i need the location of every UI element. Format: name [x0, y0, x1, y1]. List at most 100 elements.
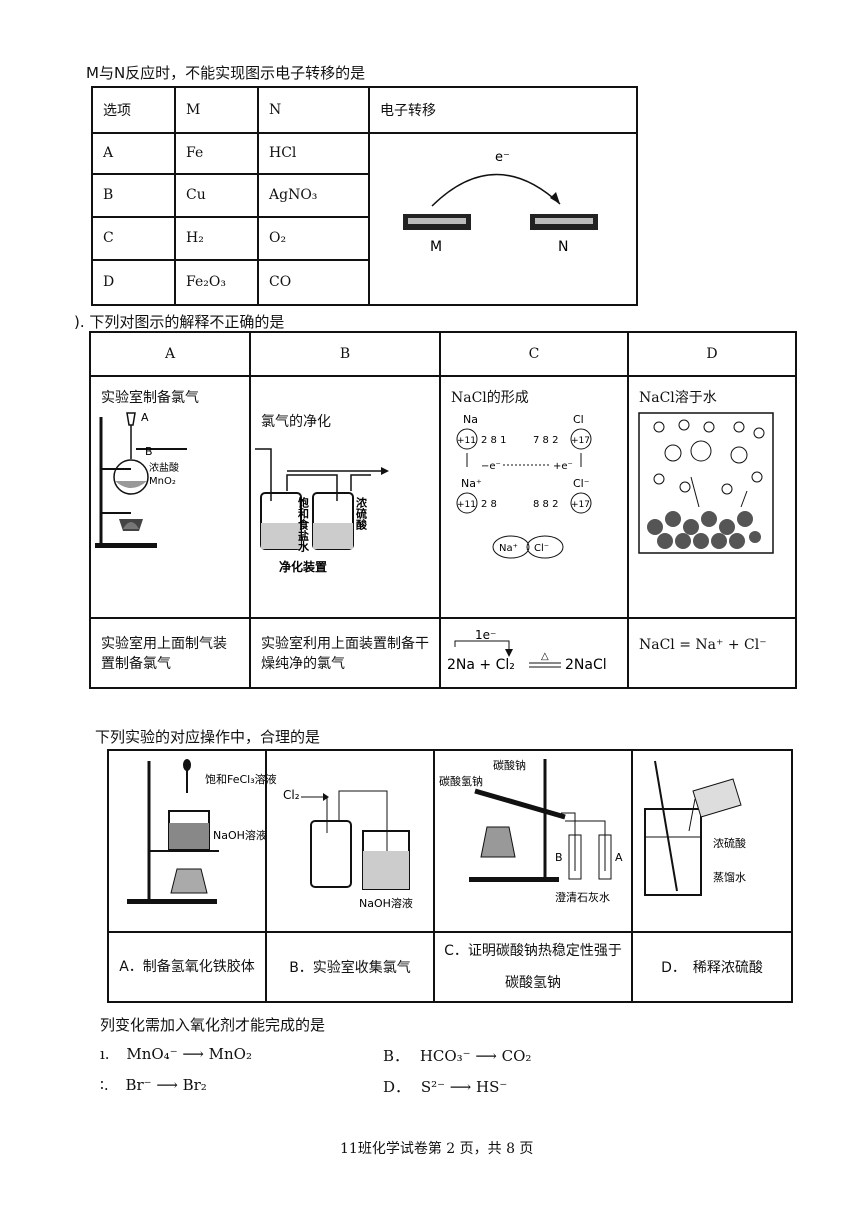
q2-explain-b: 实验室利用上面装置制备干燥纯净的氯气: [249, 617, 441, 689]
q3-c-label-a: A: [615, 851, 623, 864]
svg-text:△: △: [541, 651, 549, 662]
q3-c-label-bottom: 澄清石灰水: [555, 890, 610, 904]
q2-cell-a: 实验室制备氯气 A B 浓盐酸 MnO₂: [89, 375, 251, 619]
q3-a-label-top: 饱和FeCl₃溶液: [205, 772, 277, 786]
dropping-funnel-icon: [126, 412, 136, 426]
q3-option-a: A．制备氢氧化铁胶体: [107, 931, 267, 1003]
q3-d-label-water: 蒸馏水: [713, 870, 746, 884]
q3-c-label-left: 碳酸氢钠: [439, 774, 483, 788]
q1-row-c-n: O₂: [257, 215, 370, 261]
svg-text:+11: +11: [457, 436, 476, 446]
q1-electron-diagram: e⁻ M N: [403, 150, 598, 255]
q4-option-d: D． S²⁻ ⟶ HS⁻: [383, 1076, 507, 1097]
burner-icon: [480, 826, 516, 858]
q1-table: 选项 M N 电子转移 A Fe HCl e⁻ M N B Cu AgNO₃ C: [91, 86, 638, 307]
burner-icon: [170, 868, 208, 894]
svg-text:Na⁺: Na⁺: [461, 477, 482, 490]
q4-option-d-label: D．: [383, 1078, 411, 1096]
svg-text:7 8 2: 7 8 2: [533, 435, 558, 446]
q3-apparatus-c: 碳酸氢钠 碳酸钠 B A 澄清石灰水: [439, 758, 623, 904]
q2-header-c: C: [439, 331, 629, 377]
q4-option-a: ı. MnO₄⁻ ⟶ MnO₂: [100, 1045, 252, 1063]
q3-cell-b: Cl₂ NaOH溶液: [265, 749, 435, 933]
q1-row-a-opt: A: [91, 132, 176, 175]
q2-cell-b: 氯气的净化 饱和食盐水 浓硫酸 净化装置: [249, 375, 441, 619]
q2-c-equation: 1e⁻ 2Na + Cl₂ △ 2NaCl: [447, 628, 607, 673]
flask-icon: [113, 459, 149, 495]
q1-row-b-opt: B: [91, 172, 176, 218]
q3-c-label-right: 碳酸钠: [493, 758, 526, 772]
q2-a-label-mno2: MnO₂: [149, 476, 176, 487]
q4-option-c: ∶. Br⁻ ⟶ Br₂: [100, 1076, 207, 1094]
q2-naCl-formation: Na Cl +11 2 8 1 +17 7 8 2 −e⁻ +e⁻ Na⁺ Cl…: [456, 413, 592, 559]
q1-header-n: N: [257, 86, 370, 134]
q2-b-label-left: 饱和食盐水: [297, 496, 310, 553]
q1-header-m: M: [174, 86, 259, 134]
na-ion-pair: Na⁺: [499, 543, 518, 554]
q3-apparatus-d: 浓硫酸 蒸馏水: [644, 760, 746, 896]
q4-option-b-expr: HCO₃⁻ ⟶ CO₂: [419, 1047, 532, 1065]
q3-table: 饱和FeCl₃溶液 NaOH溶液 Cl₂ NaOH溶液 碳酸氢钠 碳酸钠: [107, 749, 793, 1003]
beaker-icon: [644, 808, 702, 896]
q1-row-d-opt: D: [91, 258, 176, 307]
na-atom-label: Na: [463, 413, 478, 426]
q1-arrow-curve: [431, 173, 561, 207]
q4-option-b: B． HCO₃⁻ ⟶ CO₂: [383, 1045, 531, 1066]
q2-header-d: D: [627, 331, 797, 377]
cl-ion-pair: Cl⁻: [534, 543, 549, 554]
q2-stem: ). 下列对图示的解释不正确的是: [74, 313, 285, 331]
q1-row-b-n: AgNO₃: [257, 172, 370, 218]
q3-cell-c: 碳酸氢钠 碳酸钠 B A 澄清石灰水: [433, 749, 633, 933]
q1-row-c-opt: C: [91, 215, 176, 261]
q3-b-label-gas: Cl₂: [283, 788, 300, 802]
svg-text:+17: +17: [571, 500, 590, 510]
glass-rod-icon: [654, 760, 678, 892]
q3-cell-a: 饱和FeCl₃溶液 NaOH溶液: [107, 749, 277, 933]
q4-option-d-expr: S²⁻ ⟶ HS⁻: [420, 1078, 508, 1096]
q2-explain-d: NaCl = Na⁺ + Cl⁻: [627, 617, 797, 689]
svg-text:8 8 2: 8 8 2: [533, 499, 558, 510]
q3-stem: 下列实验的对应操作中，合理的是: [95, 728, 321, 746]
q1-label-m: M: [430, 239, 442, 255]
q1-row-d-m: Fe₂O₃: [174, 258, 259, 307]
q3-apparatus-b: Cl₂ NaOH溶液: [283, 788, 413, 910]
q2-explain-c: 1e⁻ 2Na + Cl₂ △ 2NaCl: [439, 617, 629, 689]
q2-table: A B C D 实验室制备氯气 A B 浓盐酸 MnO₂: [89, 331, 797, 689]
q1-row-d-n: CO: [257, 258, 370, 307]
q2-header-a: A: [89, 331, 251, 377]
q2-a-label-b: B: [145, 445, 153, 458]
svg-text:2 8 1: 2 8 1: [481, 435, 506, 446]
q3-cell-d: 浓硫酸 蒸馏水: [631, 749, 793, 933]
q4-option-c-label: ∶.: [100, 1076, 109, 1094]
q2-a-label-acid: 浓盐酸: [149, 461, 179, 474]
q2-apparatus-b: 饱和食盐水 浓硫酸 净化装置: [255, 448, 389, 574]
svg-text:2 8: 2 8: [481, 499, 497, 510]
q1-electron-label: e⁻: [495, 150, 510, 165]
q1-stem: M与N反应时，不能实现图示电子转移的是: [86, 64, 366, 82]
q3-option-d: D． 稀释浓硫酸: [631, 931, 793, 1003]
q4-option-a-label: ı.: [100, 1045, 110, 1063]
test-tube-icon: [474, 788, 566, 820]
q1-header-transfer: 电子转移: [368, 86, 638, 134]
q2-naCl-dissolving: [638, 412, 774, 554]
q2-a-label-a: A: [141, 411, 149, 424]
q3-a-label-bottom: NaOH溶液: [213, 828, 267, 842]
reagent-bottle-icon: [692, 778, 742, 818]
q3-option-b: B．实验室收集氯气: [265, 931, 435, 1003]
q3-b-label-beaker: NaOH溶液: [359, 896, 413, 910]
svg-text:2Na + Cl₂: 2Na + Cl₂: [447, 657, 515, 673]
svg-text:2NaCl: 2NaCl: [565, 657, 607, 673]
q2-b-label-right: 浓硫酸: [355, 496, 368, 531]
svg-text:Cl⁻: Cl⁻: [573, 477, 590, 490]
q2-b-caption: 净化装置: [279, 559, 327, 574]
svg-text:+e⁻: +e⁻: [553, 461, 573, 472]
q2-header-b: B: [249, 331, 441, 377]
q1-label-n: N: [558, 239, 568, 255]
q2-title-a: 实验室制备氯气: [101, 390, 199, 406]
q2-cell-c: NaCl的形成 Na Cl +11 2 8 1 +17 7 8 2 −e⁻ +e…: [439, 375, 629, 619]
svg-text:+17: +17: [571, 436, 590, 446]
q2-cell-d: NaCl溶于水: [627, 375, 797, 619]
q3-d-label-acid: 浓硫酸: [713, 836, 746, 850]
q2-title-c: NaCl的形成: [451, 390, 529, 406]
q4-option-c-expr: Br⁻ ⟶ Br₂: [125, 1076, 207, 1094]
